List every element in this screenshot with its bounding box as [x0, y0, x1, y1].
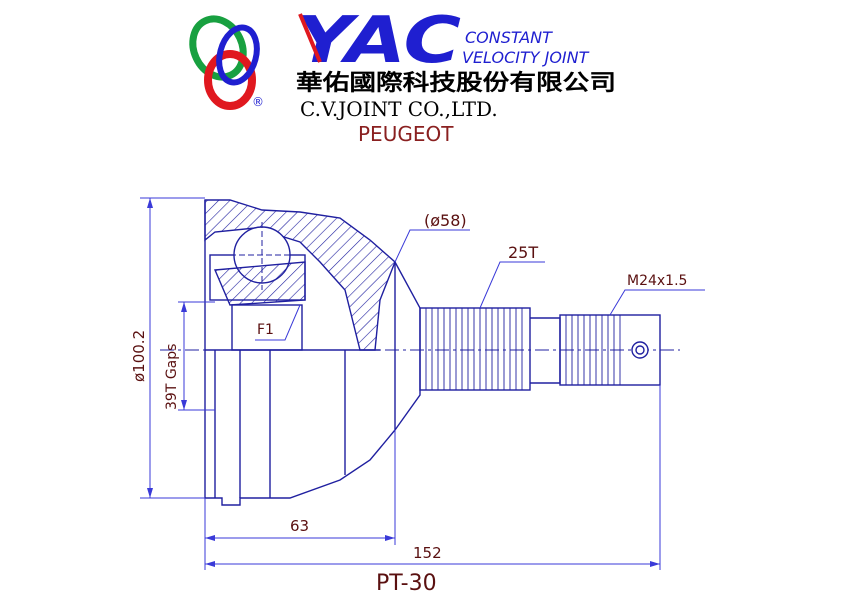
brand-name: PEUGEOT	[358, 122, 454, 146]
logo-accent	[298, 13, 322, 63]
label-spline-teeth: 25T	[508, 243, 538, 262]
thread-lines	[565, 315, 621, 385]
company-chinese-name: 華佑國際科技股份有限公司	[296, 70, 616, 96]
logo: ® YAC CONSTANT VELOCITY JOINT 華佑國際科技股份有限…	[189, 4, 616, 146]
arrowheads	[147, 198, 660, 567]
stem-cone	[394, 261, 421, 431]
leader-thread	[609, 289, 705, 316]
label-length-short: 63	[290, 517, 309, 535]
inner-hub	[231, 304, 303, 351]
spline-teeth	[425, 308, 523, 390]
cv-joint-drawing	[160, 199, 680, 506]
company-english-name: C.V.JOINT CO.,LTD.	[300, 97, 498, 121]
inner-race	[213, 261, 306, 306]
cotter-hole-icon	[631, 341, 649, 359]
label-housing-dia: (ø58)	[424, 211, 467, 230]
label-abs-ring: 39T Gaps	[164, 344, 180, 410]
label-length-total: 152	[413, 544, 442, 562]
leader-housing	[394, 229, 470, 263]
tagline-line2: VELOCITY JOINT	[462, 48, 590, 67]
leader-spline	[479, 261, 545, 309]
leader-ring	[255, 304, 301, 341]
logo-wordmark: YAC	[296, 4, 461, 78]
tagline-line1: CONSTANT	[465, 28, 553, 47]
cotter-hole-inner	[635, 345, 645, 355]
registered-mark: ®	[252, 95, 264, 109]
label-ring: F1	[257, 322, 274, 338]
part-number: PT-30	[376, 571, 437, 596]
label-outer-dia: ø100.2	[130, 330, 148, 382]
dimensions	[140, 197, 705, 570]
logo-rings-icon	[189, 15, 260, 110]
label-thread: M24x1.5	[627, 273, 687, 289]
spline-shaft	[419, 307, 531, 391]
